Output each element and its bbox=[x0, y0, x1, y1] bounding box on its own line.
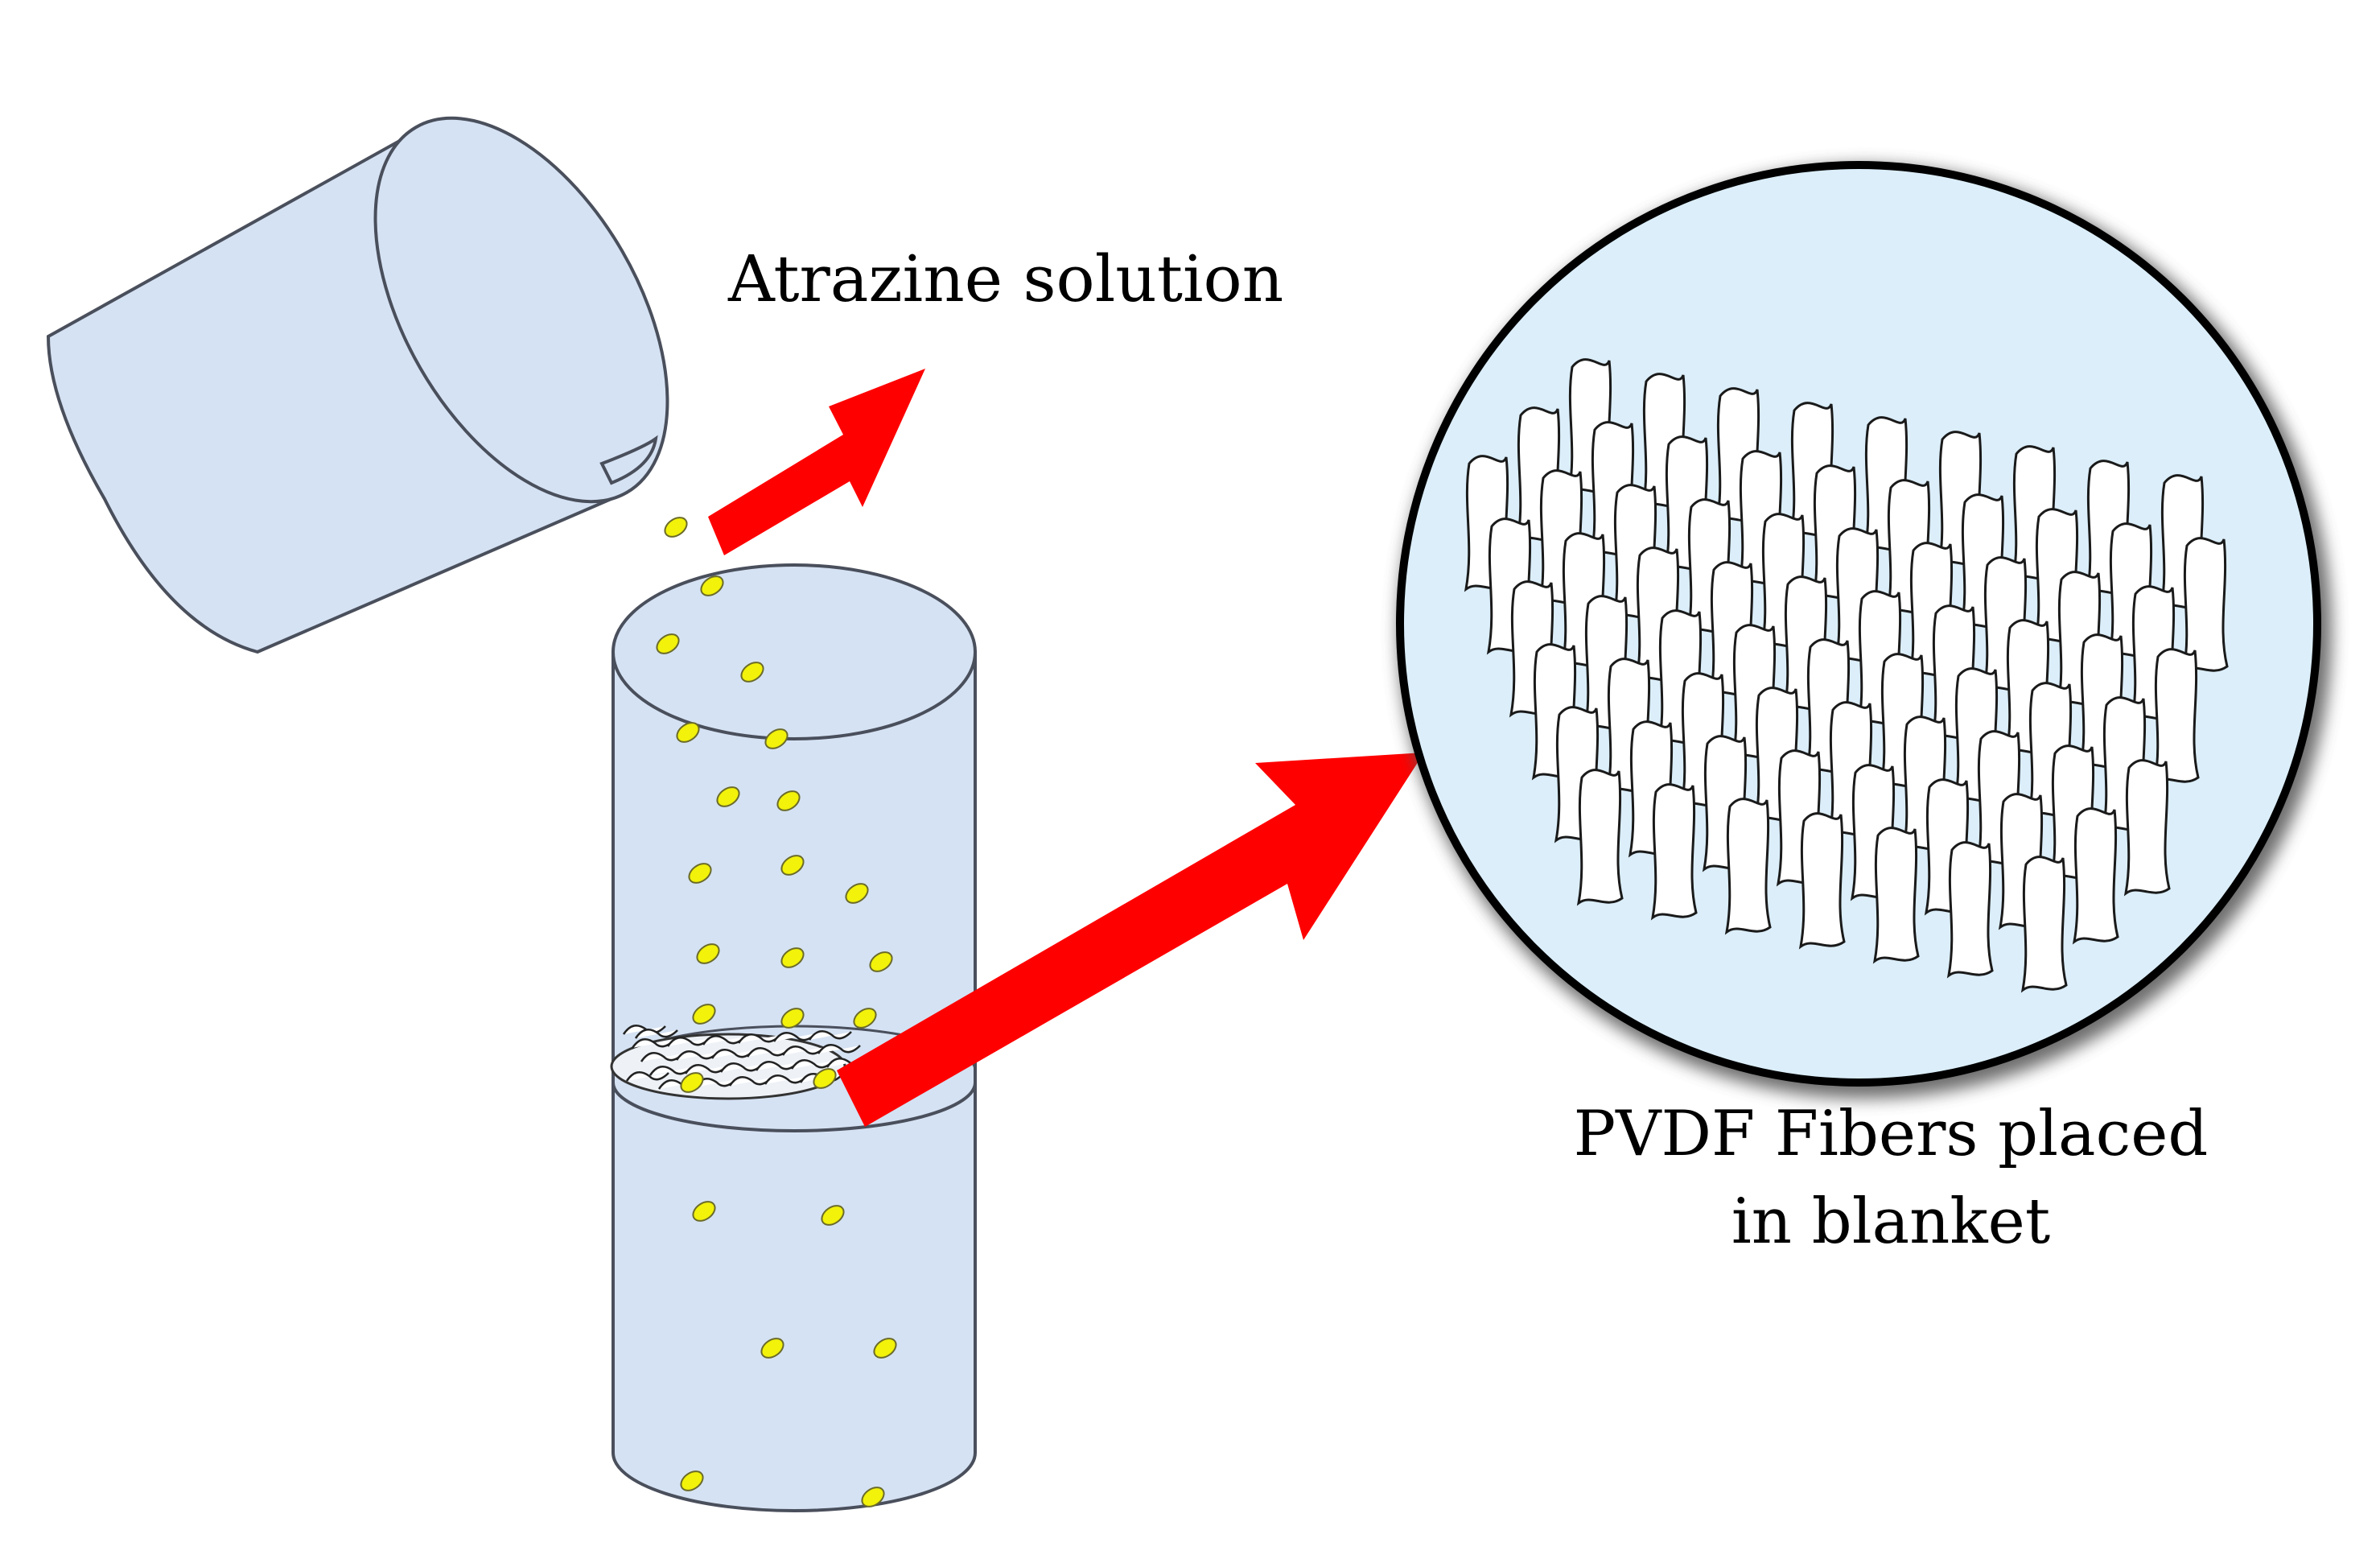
pvdf-fibers-label-line-2: in blanket bbox=[1731, 1186, 2051, 1259]
atrazine-droplet bbox=[700, 575, 724, 596]
pvdf-fiber bbox=[1650, 783, 1698, 921]
atrazine-droplet bbox=[776, 790, 801, 811]
atrazine-droplet bbox=[680, 1072, 704, 1093]
atrazine-droplet bbox=[813, 1068, 837, 1089]
atrazine-droplet bbox=[853, 1008, 877, 1029]
pvdf-fiber bbox=[1724, 798, 1772, 935]
atrazine-droplet bbox=[873, 1338, 897, 1359]
arrow-to-magnified-view bbox=[837, 753, 1424, 1127]
pvdf-fiber bbox=[1946, 841, 1994, 979]
atrazine-droplet bbox=[780, 1008, 805, 1029]
arrow-to-atrazine-label bbox=[708, 369, 925, 555]
pvdf-fibers-label: PVDF Fibers placed in blanket bbox=[1545, 1091, 2237, 1266]
blanket-fiber bbox=[808, 1029, 852, 1041]
pvdf-fiber bbox=[2072, 807, 2119, 945]
droplet-group bbox=[656, 517, 897, 1507]
atrazine-droplet bbox=[656, 633, 680, 654]
pvdf-fiber bbox=[2152, 648, 2200, 786]
atrazine-droplet bbox=[760, 1338, 784, 1359]
pvdf-fibers-magnified bbox=[1464, 358, 2229, 993]
pvdf-fiber bbox=[1576, 769, 1624, 906]
atrazine-droplet bbox=[780, 947, 805, 968]
atrazine-droplet bbox=[740, 662, 764, 683]
blanket-fiber bbox=[634, 1028, 678, 1039]
beaker-icon bbox=[46, 116, 669, 654]
atrazine-droplet bbox=[780, 855, 805, 876]
atrazine-droplet bbox=[676, 722, 700, 743]
atrazine-droplet bbox=[821, 1205, 845, 1226]
pvdf-fiber bbox=[1872, 827, 1920, 964]
atrazine-droplet bbox=[716, 786, 740, 807]
pvdf-fiber bbox=[2020, 856, 2068, 993]
magnified-view-icon bbox=[1396, 161, 2332, 1099]
atrazine-droplet bbox=[861, 1487, 885, 1507]
atrazine-droplet bbox=[845, 883, 869, 904]
atrazine-droplet bbox=[869, 951, 893, 972]
blanket-fiber bbox=[625, 1070, 669, 1082]
atrazine-droplet bbox=[688, 863, 712, 884]
atrazine-droplet bbox=[664, 517, 688, 538]
pvdf-fibers-label-line-1: PVDF Fibers placed bbox=[1573, 1098, 2209, 1170]
fiber-blanket bbox=[610, 1024, 870, 1100]
atrazine-droplet bbox=[692, 1201, 716, 1222]
atrazine-droplet bbox=[696, 943, 720, 964]
atrazine-droplet bbox=[680, 1470, 704, 1491]
pvdf-fiber bbox=[2123, 759, 2171, 897]
atrazine-droplet bbox=[692, 1004, 716, 1025]
atrazine-droplet bbox=[764, 728, 789, 749]
pvdf-fiber bbox=[1798, 812, 1846, 950]
atrazine-solution-label: Atrazine solution bbox=[728, 241, 1284, 316]
pvdf-fiber bbox=[2181, 537, 2229, 674]
blanket-fiber bbox=[817, 1043, 861, 1054]
